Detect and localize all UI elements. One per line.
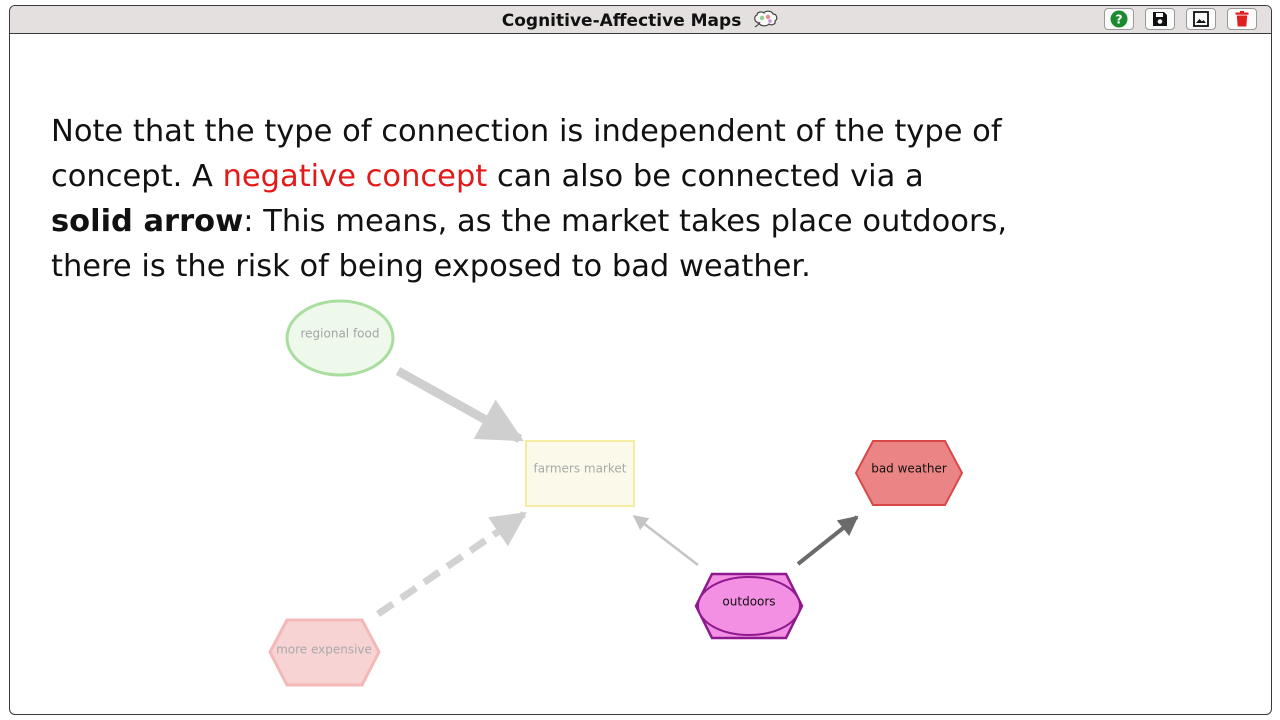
node-label-regional-food: regional food (301, 327, 380, 341)
explanation-paragraph: Note that the type of connection is inde… (51, 109, 1011, 289)
app-title-text: Cognitive-Affective Maps (501, 11, 742, 31)
node-regional-food[interactable]: regional food (285, 299, 395, 377)
node-label-more-expensive: more expensive (276, 643, 372, 657)
node-farmers-market[interactable]: farmers market (525, 440, 635, 507)
node-label-bad-weather: bad weather (871, 462, 947, 476)
help-button[interactable]: ? (1104, 8, 1134, 30)
brain-icon (753, 10, 779, 33)
floppy-disk-icon (1153, 12, 1167, 26)
edge-outdoors-to-farmers-market[interactable] (632, 515, 699, 566)
trash-icon (1235, 11, 1249, 27)
node-bad-weather[interactable]: bad weather (854, 440, 964, 506)
paragraph-text-2: can also be connected via a (487, 159, 924, 194)
edge-regional-food-to-farmers-market[interactable] (395, 367, 524, 443)
edge-more-expensive-to-farmers-market[interactable] (376, 511, 527, 617)
node-label-outdoors: outdoors (722, 595, 775, 609)
save-button[interactable] (1145, 8, 1175, 30)
node-outdoors[interactable]: outdoors (694, 572, 804, 640)
edge-outdoors-to-bad-weather[interactable] (796, 515, 859, 566)
paragraph-text-1: Note that the type of connection is inde… (51, 114, 1002, 194)
delete-button[interactable] (1227, 8, 1257, 30)
image-icon (1193, 11, 1209, 27)
ambivalent-concept-ellipse (697, 576, 801, 636)
question-circle-icon: ? (1110, 10, 1128, 28)
paragraph-text-3: : This means, as the market takes place … (51, 204, 1008, 284)
positive-concept-ellipse (285, 299, 395, 377)
title-bar: Cognitive-Affective Maps ? (10, 6, 1271, 34)
export-image-button[interactable] (1186, 8, 1216, 30)
app-window: Cognitive-Affective Maps ? (9, 5, 1272, 715)
node-label-farmers-market: farmers market (534, 462, 627, 476)
negative-concept-hexagon (268, 618, 381, 687)
solid-arrow-highlight: solid arrow (51, 204, 244, 239)
node-more-expensive[interactable]: more expensive (268, 618, 381, 687)
negative-concept-highlight: negative concept (222, 159, 488, 194)
svg-text:?: ? (1115, 11, 1122, 26)
app-title: Cognitive-Affective Maps (10, 10, 1271, 33)
neutral-concept-rectangle (525, 440, 635, 507)
negative-concept-hexagon (854, 440, 964, 506)
